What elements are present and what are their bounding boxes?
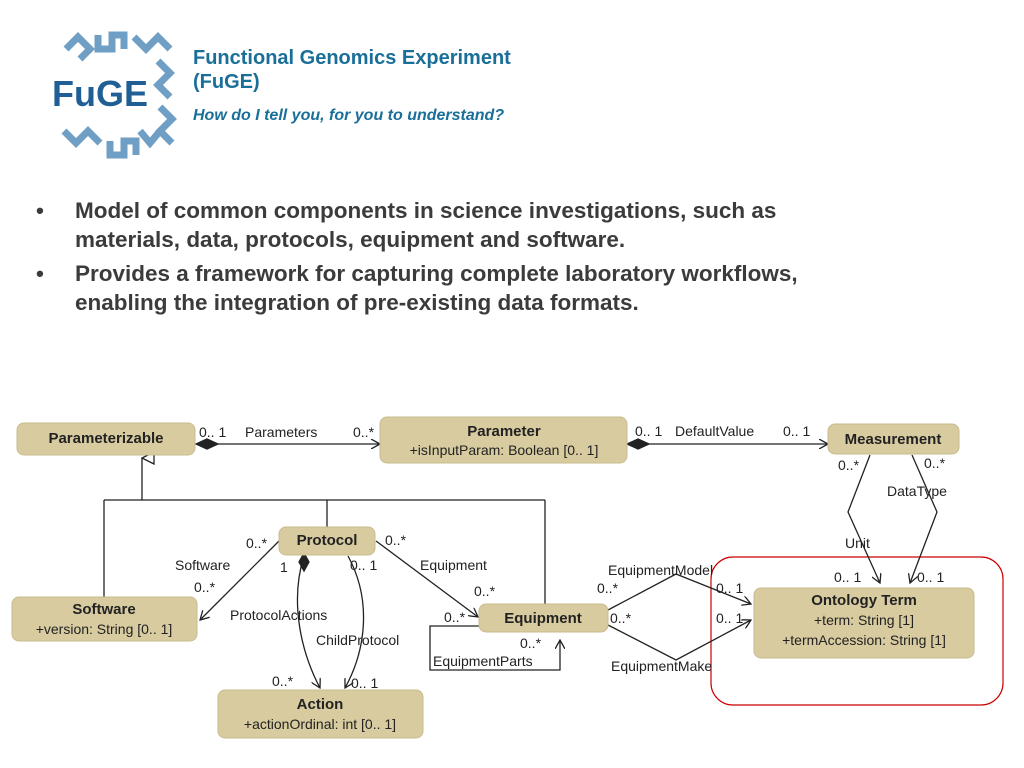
- multiplicity-label: 0..*: [246, 535, 268, 551]
- class-software: Software +version: String [0.. 1]: [11, 596, 198, 642]
- association-label: DataType: [887, 483, 947, 499]
- multiplicity-label: 0.. 1: [716, 610, 743, 626]
- association-label: ChildProtocol: [316, 632, 399, 648]
- association-label: Parameters: [245, 424, 317, 440]
- class-protocol: Protocol: [278, 526, 376, 556]
- multiplicity-label: 0..*: [444, 609, 466, 625]
- class-action: Action +actionOrdinal: int [0.. 1]: [217, 689, 424, 739]
- association-label: EquipmentMake: [611, 658, 712, 674]
- multiplicity-label: 0.. 1: [351, 675, 378, 691]
- association-label: EquipmentParts: [433, 653, 533, 669]
- class-attribute: +term: String [1]: [814, 612, 914, 628]
- bullet-dot: •: [36, 261, 44, 286]
- multiplicity-label: 0..*: [474, 583, 496, 599]
- diagram-labels: 0.. 1 Parameters 0..* 0.. 1 DefaultValue…: [175, 423, 947, 691]
- class-name: Parameterizable: [48, 430, 163, 447]
- multiplicity-label: 0..*: [610, 610, 632, 626]
- multiplicity-label: 0.. 1: [917, 569, 944, 585]
- bullet-list: • Model of common components in science …: [30, 196, 990, 322]
- bullet-dot: •: [36, 198, 44, 223]
- bullet-text-line: Provides a framework for capturing compl…: [75, 261, 798, 286]
- class-parameterizable: Parameterizable: [16, 422, 196, 456]
- association-label: Software: [175, 557, 230, 573]
- class-attribute: +termAccession: String [1]: [782, 632, 946, 648]
- bullet-text-line: materials, data, protocols, equipment an…: [75, 227, 626, 252]
- multiplicity-label: 0..*: [597, 580, 619, 596]
- association-label: EquipmentModel: [608, 562, 713, 578]
- logo-wordmark: FuGE: [52, 73, 148, 114]
- page-title: Functional Genomics Experiment (FuGE): [193, 46, 511, 94]
- class-name: Software: [72, 601, 135, 618]
- fuge-logo: FuGE: [50, 27, 185, 162]
- multiplicity-label: 1: [280, 559, 288, 575]
- class-parameter: Parameter +isInputParam: Boolean [0.. 1]: [379, 416, 628, 464]
- class-name: Action: [297, 696, 344, 713]
- class-name: Equipment: [504, 610, 582, 627]
- association-label: DefaultValue: [675, 423, 754, 439]
- multiplicity-label: 0..*: [353, 424, 375, 440]
- class-name: Parameter: [467, 423, 541, 440]
- title-line-2: (FuGE): [193, 71, 260, 93]
- association-label: Equipment: [420, 557, 487, 573]
- bullet-item-2: • Provides a framework for capturing com…: [30, 259, 990, 317]
- multiplicity-label: 0..*: [385, 532, 407, 548]
- class-attribute: +isInputParam: Boolean [0.. 1]: [410, 442, 599, 458]
- class-attribute: +version: String [0.. 1]: [36, 621, 173, 637]
- multiplicity-label: 0..*: [272, 673, 294, 689]
- multiplicity-label: 0.. 1: [716, 580, 743, 596]
- title-line-1: Functional Genomics Experiment: [193, 47, 511, 69]
- multiplicity-label: 0..*: [194, 579, 216, 595]
- class-ontology-term: Ontology Term +term: String [1] +termAcc…: [753, 587, 975, 659]
- class-equipment: Equipment: [478, 603, 609, 633]
- multiplicity-label: 0.. 1: [350, 557, 377, 573]
- page-subtitle: How do I tell you, for you to understand…: [193, 107, 505, 124]
- multiplicity-label: 0.. 1: [783, 423, 810, 439]
- multiplicity-label: 0.. 1: [635, 423, 662, 439]
- bullet-text-line: enabling the integration of pre-existing…: [75, 290, 639, 315]
- connectors: [103, 438, 938, 688]
- class-measurement: Measurement: [827, 423, 960, 455]
- multiplicity-label: 0..*: [520, 635, 542, 651]
- class-attribute: +actionOrdinal: int [0.. 1]: [244, 716, 396, 732]
- bullet-text-line: Model of common components in science in…: [75, 198, 777, 223]
- multiplicity-label: 0.. 1: [199, 424, 226, 440]
- uml-diagram: Parameterizable Parameter +isInputParam:…: [11, 416, 1004, 739]
- class-name: Ontology Term: [811, 592, 917, 609]
- bullet-item-1: • Model of common components in science …: [30, 196, 990, 254]
- class-name: Protocol: [297, 532, 358, 549]
- association-label: ProtocolActions: [230, 607, 327, 623]
- association-label: Unit: [845, 535, 870, 551]
- highlight-frame: [710, 556, 1004, 706]
- multiplicity-label: 0..*: [924, 455, 946, 471]
- multiplicity-label: 0.. 1: [834, 569, 861, 585]
- multiplicity-label: 0..*: [838, 457, 860, 473]
- class-name: Measurement: [845, 431, 942, 448]
